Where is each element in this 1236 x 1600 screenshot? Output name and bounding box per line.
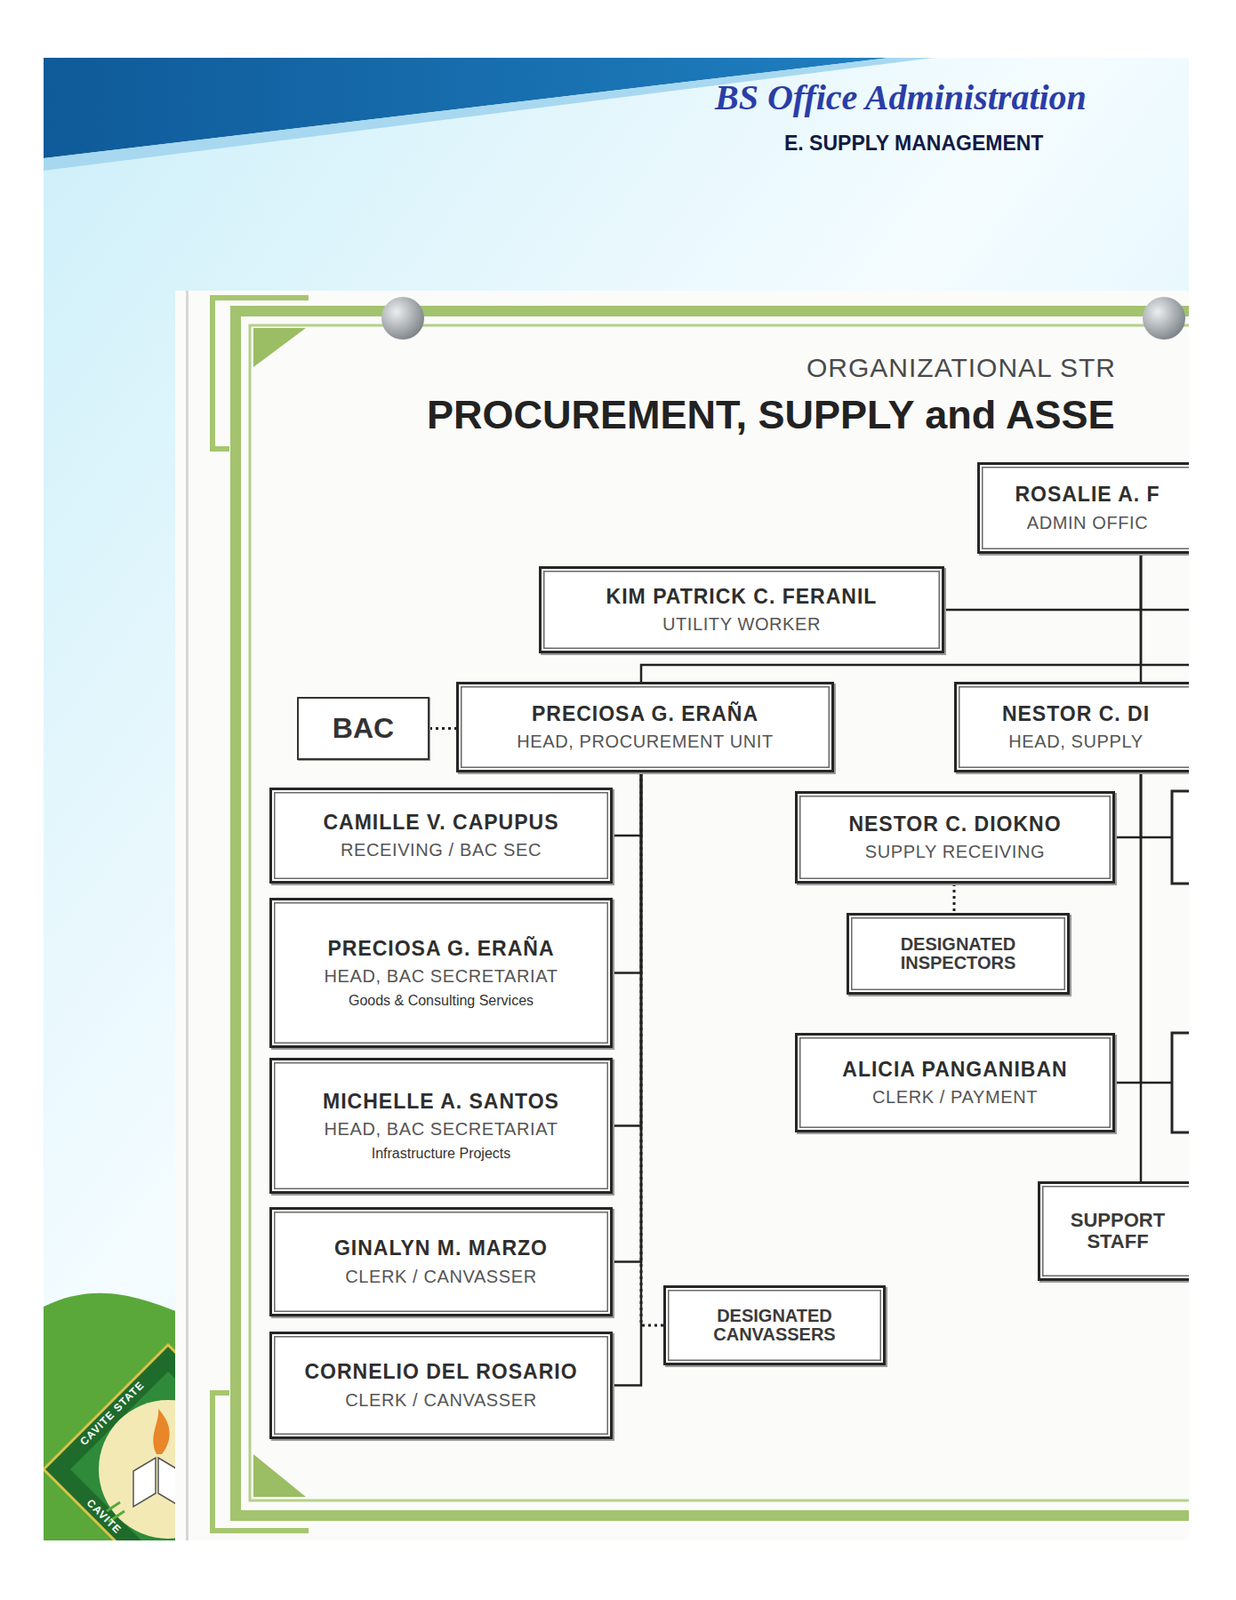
person-name: CORNELIO DEL ROSARIO <box>304 1357 578 1388</box>
head-box: ROSALIE A. FADMIN OFFIC <box>977 462 1189 554</box>
slide-ground <box>43 57 1189 1541</box>
position-title: ADMIN OFFIC <box>1027 510 1149 537</box>
position-title: HEAD, BAC SECRETARIAT <box>323 1116 558 1143</box>
frame-outer <box>235 311 1189 1517</box>
position-title: CLERK / CANVASSER <box>345 1388 537 1414</box>
chart-title-holder: PROCUREMENT, SUPPLY and ASSE <box>426 392 1116 439</box>
connector-line <box>944 553 1141 610</box>
person-name: MICHELLE A. SANTOS <box>322 1087 560 1117</box>
position-title: UTILITY WORKER <box>662 611 821 638</box>
connector-line <box>612 772 642 1263</box>
section-heading: E. SUPPLY MANAGEMENT <box>784 131 1044 156</box>
board-shadow-line <box>185 290 189 1541</box>
unit-head-box: NESTOR C. DIHEAD, SUPPLY <box>954 682 1189 773</box>
chart-heading-holder: ORGANIZATIONAL STR <box>806 353 1116 384</box>
position-title: RECEIVING / BAC SEC <box>340 837 542 864</box>
group-name: DESIGNATED CANVASSERS <box>698 1307 851 1345</box>
group-box: SUPPORT STAFF <box>1037 1181 1189 1282</box>
corner-triangle <box>253 328 306 368</box>
unit-head-box: PRECIOSA G. ERAÑAHEAD, PROCUREMENT UNIT <box>456 682 835 773</box>
chart-board: ORGANIZATIONAL STR PROCUREMENT, SUPPLY an… <box>175 290 1189 1541</box>
staff-box: KIM PATRICK C. FERANILUTILITY WORKER <box>538 566 945 654</box>
branch-line <box>1140 1082 1172 1085</box>
person-name: CAMILLE V. CAPUPUS <box>322 808 559 838</box>
slide-title: BS Office Administration <box>714 76 1087 119</box>
pin <box>1142 296 1186 340</box>
branch-line <box>1140 609 1189 612</box>
slide-decor <box>43 57 1189 1541</box>
assignment-note: Goods & Consulting Services <box>348 989 534 1013</box>
person-name: NESTOR C. DI <box>1002 699 1150 730</box>
staff-box: ALICIA PANGANIBANCLERK / PAYMENT <box>794 1033 1116 1133</box>
title-holder: BS Office Administration <box>714 76 1087 119</box>
cut-off-box <box>1171 791 1189 884</box>
committee-name: BAC <box>332 712 394 746</box>
position-title: CLERK / CANVASSER <box>345 1264 537 1291</box>
group-name: DESIGNATED INSPECTORS <box>882 935 1035 973</box>
frame-inner <box>249 325 1189 1501</box>
connector-line <box>612 772 642 836</box>
position-title: HEAD, SUPPLY <box>1008 729 1143 755</box>
person-name: KIM PATRICK C. FERANIL <box>606 582 878 612</box>
person-name: PRECIOSA G. ERAÑA <box>531 699 759 730</box>
dotted-connector <box>429 727 457 731</box>
connector-line <box>1139 553 1143 683</box>
dotted-connector <box>953 883 956 914</box>
group-name: SUPPORT STAFF <box>1063 1210 1172 1253</box>
staff-box: MICHELLE A. SANTOSHEAD, BAC SECRETARIATI… <box>269 1058 613 1195</box>
connector-line <box>1139 772 1143 1182</box>
person-name: GINALYN M. MARZO <box>334 1234 548 1264</box>
connector-line <box>612 772 642 974</box>
section-heading-holder: E. SUPPLY MANAGEMENT <box>784 131 1044 156</box>
staff-box: NESTOR C. DIOKNOSUPPLY RECEIVING <box>794 791 1116 884</box>
committee-box: BAC <box>296 697 430 761</box>
connector-line <box>612 772 642 1387</box>
chart-heading: ORGANIZATIONAL STR <box>806 353 1116 384</box>
pin <box>381 296 425 340</box>
cut-off-box <box>1171 1033 1189 1133</box>
assignment-note: Infrastructure Projects <box>371 1142 512 1166</box>
staff-box: CAMILLE V. CAPUPUSRECEIVING / BAC SEC <box>269 787 613 884</box>
position-title: HEAD, BAC SECRETARIAT <box>323 963 558 990</box>
position-title: HEAD, PROCUREMENT UNIT <box>516 729 773 755</box>
corner-bracket <box>212 297 309 450</box>
connector-line <box>1115 772 1141 838</box>
branch-line <box>1140 664 1189 667</box>
staff-box: CORNELIO DEL ROSARIOCLERK / CANVASSER <box>269 1332 613 1440</box>
seal-book <box>133 1458 181 1508</box>
connector-line <box>612 772 642 1127</box>
dotted-connector <box>641 772 664 1326</box>
connector-line <box>1115 772 1141 1084</box>
person-name: PRECIOSA G. ERAÑA <box>327 934 554 964</box>
corner-triangle <box>253 1454 306 1498</box>
staff-box: GINALYN M. MARZOCLERK / CANVASSER <box>269 1207 613 1317</box>
person-name: NESTOR C. DIOKNO <box>848 810 1061 840</box>
position-title: SUPPLY RECEIVING <box>865 839 1045 866</box>
staff-box: PRECIOSA G. ERAÑAHEAD, BAC SECRETARIATGo… <box>269 898 613 1049</box>
position-title: CLERK / PAYMENT <box>872 1084 1038 1111</box>
chart-title: PROCUREMENT, SUPPLY and ASSE <box>426 392 1116 439</box>
group-box: DESIGNATED INSPECTORS <box>846 913 1070 996</box>
branch-line <box>1140 836 1172 840</box>
group-box: DESIGNATED CANVASSERS <box>663 1285 886 1366</box>
seal-flame <box>152 1409 169 1455</box>
person-name: ALICIA PANGANIBAN <box>842 1055 1068 1085</box>
person-name: ROSALIE A. F <box>1014 480 1160 510</box>
